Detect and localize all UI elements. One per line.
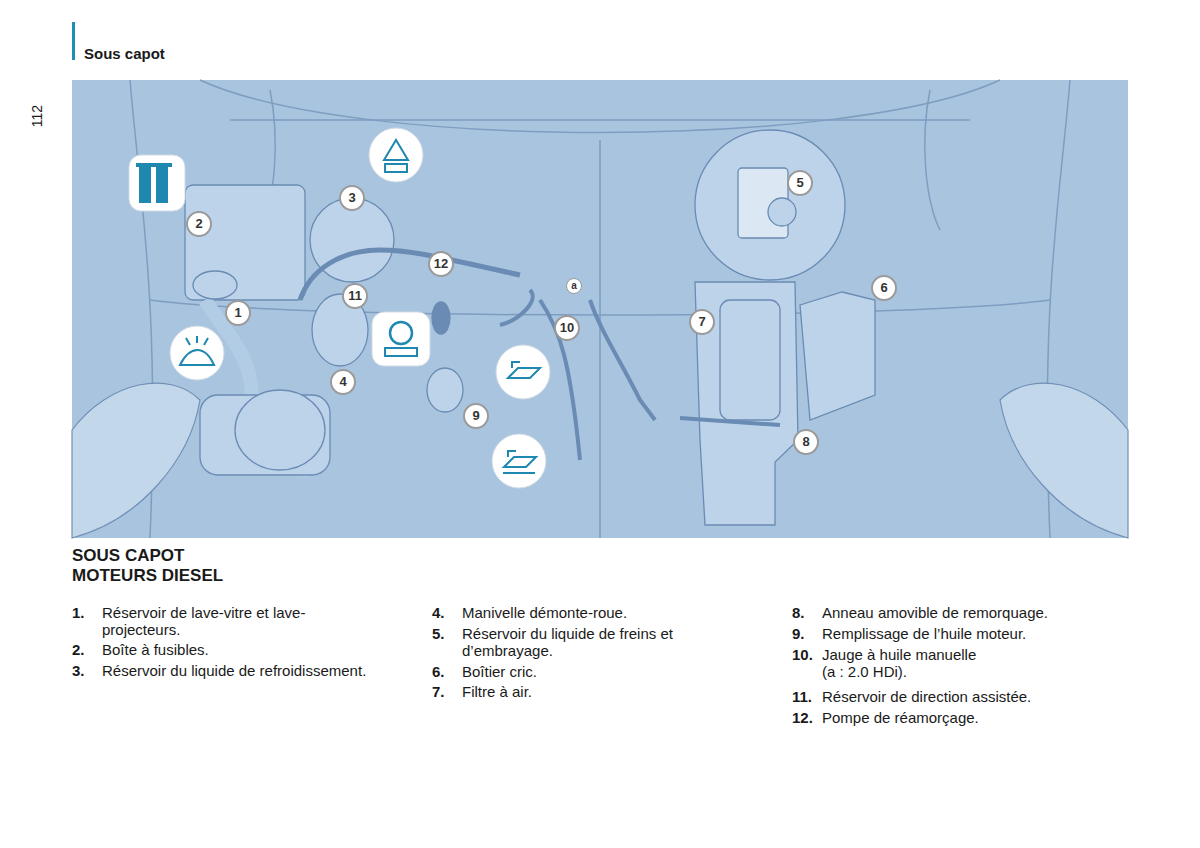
section-title: SOUS CAPOT MOTEURS DIESEL [72, 546, 242, 587]
callout-number: 9 [463, 403, 489, 429]
list-item: Pompe de réamorçage. [822, 709, 1122, 726]
list-number: 5. [432, 625, 445, 642]
list-item: Réservoir du liquide de freins et d’embr… [462, 625, 762, 660]
callout-number: 12 [428, 251, 454, 277]
list-item: Manivelle démonte-roue. [462, 604, 762, 621]
callout-number: 4 [330, 369, 356, 395]
callout-letter: a [566, 278, 582, 294]
list-number: 9. [792, 625, 805, 642]
list-number: 1. [72, 604, 85, 621]
list-item: Réservoir du liquide de refroidissement. [102, 662, 367, 679]
list-item: Remplissage de l’huile moteur. [822, 625, 1122, 642]
list-number: 7. [432, 683, 445, 700]
list-item: Boîte à fusibles. [102, 641, 367, 658]
callout-number: 11 [342, 283, 368, 309]
callout-number: 6 [871, 275, 897, 301]
callout-number: 10 [554, 315, 580, 341]
list-number: 2. [72, 641, 85, 658]
list-number: 11. [792, 688, 812, 705]
list-number: 6. [432, 663, 445, 680]
callout-number: 7 [689, 309, 715, 335]
header-bar [72, 22, 75, 60]
list-item: Réservoir de lave-vitre et lave-projecte… [102, 604, 367, 639]
page-number: 112 [29, 105, 45, 127]
list-number: 4. [432, 604, 445, 621]
list-item: Filtre à air. [462, 683, 762, 700]
callout-number: 2 [186, 211, 212, 237]
running-header: Sous capot [84, 45, 165, 62]
icons [129, 128, 550, 488]
headlights [72, 383, 1128, 538]
list-number: 8. [792, 604, 805, 621]
list-number: 12. [792, 709, 813, 726]
engine-parts [185, 130, 875, 525]
list-number: 3. [72, 662, 85, 679]
callout-number: 5 [787, 170, 813, 196]
callout-number: 1 [225, 300, 251, 326]
list-item: Jauge à huile manuelle (a : 2.0 HDi). [822, 646, 992, 681]
list-number: 10. [792, 646, 813, 663]
list-item: Boîtier cric. [462, 663, 762, 680]
callout-number: 3 [339, 185, 365, 211]
list-item: Anneau amovible de remorquage. [822, 604, 1122, 621]
vehicle-outline [130, 80, 1070, 538]
callout-number: 8 [793, 429, 819, 455]
list-item: Réservoir de direction assistée. [822, 688, 1122, 705]
illustration-ground [72, 80, 1128, 538]
